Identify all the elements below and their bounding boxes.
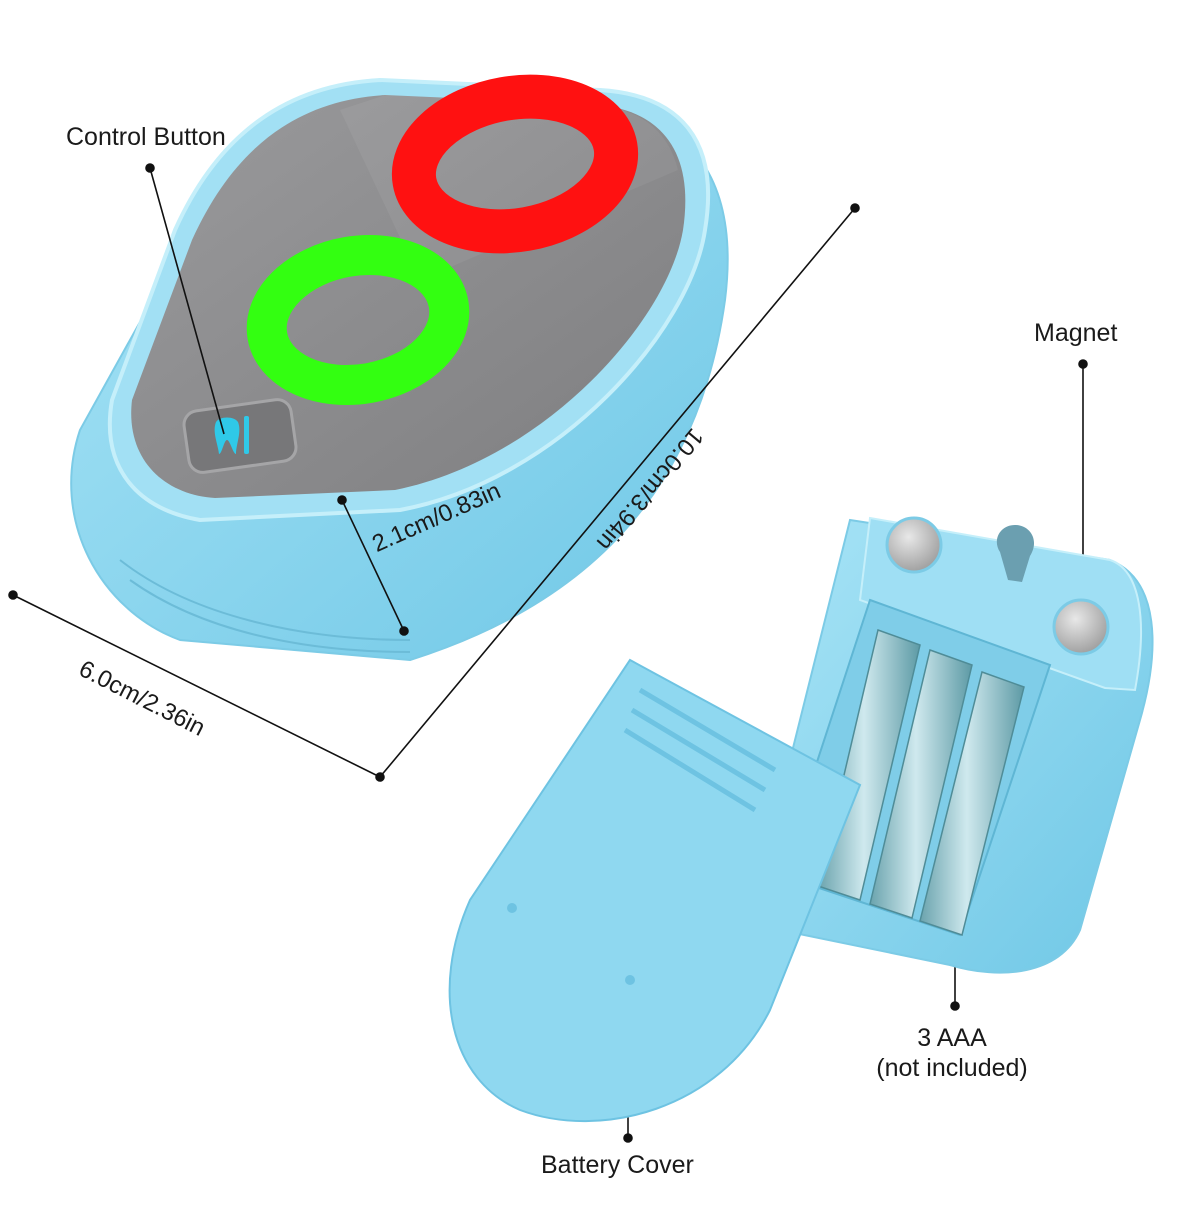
battery-cover-label: Battery Cover: [541, 1151, 694, 1179]
battery-cover: [448, 658, 862, 1123]
red-indicator-ring: [391, 74, 639, 254]
magnet-label: Magnet: [1034, 319, 1118, 347]
green-indicator-ring: [246, 234, 470, 406]
device-top-panel: [131, 95, 686, 498]
batteries-label-line1: 3 AAA: [917, 1024, 987, 1052]
control-button-label: Control Button: [66, 123, 226, 151]
batteries-label-line2: (not included): [876, 1054, 1028, 1082]
keyhole-mount: [996, 525, 1035, 582]
aaa-batteries: [817, 629, 1025, 936]
magnet-right: [1052, 598, 1110, 656]
batteries-label: 3 AAA (not included): [852, 1023, 1052, 1083]
control-button-graphic: [182, 398, 298, 474]
magnet-left: [885, 516, 943, 574]
dimension-lines: [8, 163, 1088, 1143]
device-open: [448, 516, 1154, 1123]
tooth-and-toothbrush-icon: [214, 416, 249, 454]
device-main: [70, 74, 729, 662]
